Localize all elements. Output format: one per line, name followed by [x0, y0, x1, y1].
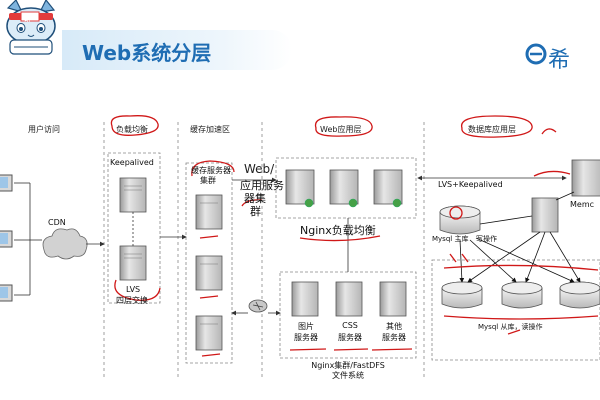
cdn-cloud-icon	[42, 228, 88, 260]
keepalived-label: Keepalived	[110, 158, 154, 167]
mysql-slave-label: Mysql 从库，读操作	[478, 323, 543, 331]
cache-group-box	[185, 162, 233, 364]
web-app-label-3: 器集	[244, 192, 266, 205]
cache-servers	[195, 194, 223, 351]
mysql-slave-disks	[441, 281, 600, 309]
fs-label-1: Nginx集群/FastDFS	[311, 361, 385, 370]
brand-name: 希	[548, 48, 571, 73]
page-title: Web系统分层	[82, 41, 212, 65]
mysql-master-label: Mysql 主库	[432, 235, 469, 243]
brand-logo-icon	[525, 43, 547, 65]
column-user-access: 用户访问	[28, 125, 60, 134]
web-app-label-1: Web/	[244, 162, 275, 176]
img-server-label-1: 图片	[298, 322, 314, 331]
web-app-label-2: 应用服务	[240, 179, 284, 192]
mysql-master-disk-icon	[439, 205, 481, 235]
user-devices	[0, 174, 13, 302]
cdn-label: CDN	[48, 218, 66, 227]
nginx-lb-label: Nginx负载均衡	[300, 224, 376, 237]
other-server-label-1: 其他	[386, 322, 402, 331]
cache-cluster-label-2: 集群	[200, 176, 216, 185]
web-app-servers	[285, 169, 403, 208]
zone-dividers	[103, 122, 425, 380]
css-server-label-1: CSS	[342, 321, 358, 330]
title-bar	[62, 30, 292, 70]
memcache-server-icon	[571, 159, 600, 197]
img-server-label-2: 服务器	[294, 333, 318, 342]
column-cache-accel: 缓存加速区	[190, 125, 230, 134]
other-server-label-2: 服务器	[382, 333, 406, 342]
file-servers	[291, 281, 407, 317]
column-database-app: 数据库应用层	[468, 125, 516, 134]
column-web-app: Web应用层	[320, 125, 362, 134]
css-server-label-2: 服务器	[338, 333, 362, 342]
keepalived-server-icon	[119, 177, 147, 213]
router-icon	[248, 299, 268, 313]
memcache-label: Memc	[570, 200, 595, 209]
mascot-badge-text: 研	[24, 15, 31, 23]
fs-label-2: 文件系统	[332, 371, 364, 380]
write-op-label: 写操作	[476, 235, 497, 243]
db-lb-server-icon	[531, 197, 559, 233]
red-annotations	[110, 115, 599, 357]
web-group-box	[275, 157, 417, 219]
web-app-label-4: 群	[250, 205, 261, 218]
column-load-balance: 负载均衡	[116, 125, 148, 134]
cache-cluster-label-1: 缓存服务器	[191, 166, 231, 175]
lvs-keepalived-label: LVS+Keepalived	[438, 180, 503, 189]
mascot-icon	[6, 0, 56, 55]
lvs-desc-label: 四层交换	[116, 296, 148, 305]
lvs-server-icon	[119, 245, 147, 281]
lvs-group-box	[107, 152, 161, 304]
lvs-label: LVS	[126, 285, 141, 294]
mysql-slave-group-box	[431, 259, 600, 361]
